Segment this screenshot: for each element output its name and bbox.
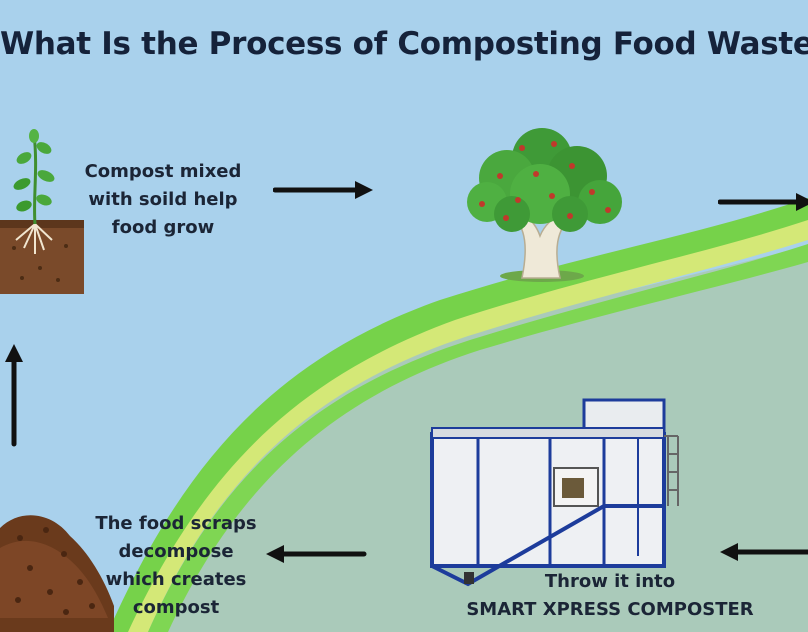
composter-machine-image bbox=[430, 398, 679, 587]
arrow-left-icon bbox=[720, 543, 808, 561]
caption-line: Compost mixed bbox=[84, 161, 242, 182]
caption-line: The food scraps bbox=[95, 513, 257, 534]
compost-pile-image bbox=[0, 515, 114, 632]
page-title: What Is the Process of Composting Food W… bbox=[0, 26, 808, 62]
caption-compost-grow: Compost mixed with soild help food grow bbox=[78, 158, 248, 242]
caption-line: which creates bbox=[105, 569, 247, 590]
arrow-left-icon bbox=[266, 545, 367, 563]
caption-line: with soild help bbox=[88, 189, 238, 210]
caption-composter: Throw it into SMART XPRESS COMPOSTER bbox=[460, 568, 760, 624]
arrow-up-icon bbox=[5, 344, 23, 447]
tree-image bbox=[467, 128, 622, 282]
caption-line: compost bbox=[132, 597, 220, 618]
arrow-right-icon bbox=[718, 193, 808, 211]
caption-line: food grow bbox=[111, 217, 215, 238]
caption-decompose: The food scraps decompose which creates … bbox=[86, 510, 266, 622]
seedling-soil-image bbox=[0, 129, 84, 294]
arrow-right-icon bbox=[273, 181, 373, 199]
caption-line: SMART XPRESS COMPOSTER bbox=[466, 599, 754, 620]
caption-line: Throw it into bbox=[544, 571, 676, 592]
caption-line: decompose bbox=[118, 541, 234, 562]
